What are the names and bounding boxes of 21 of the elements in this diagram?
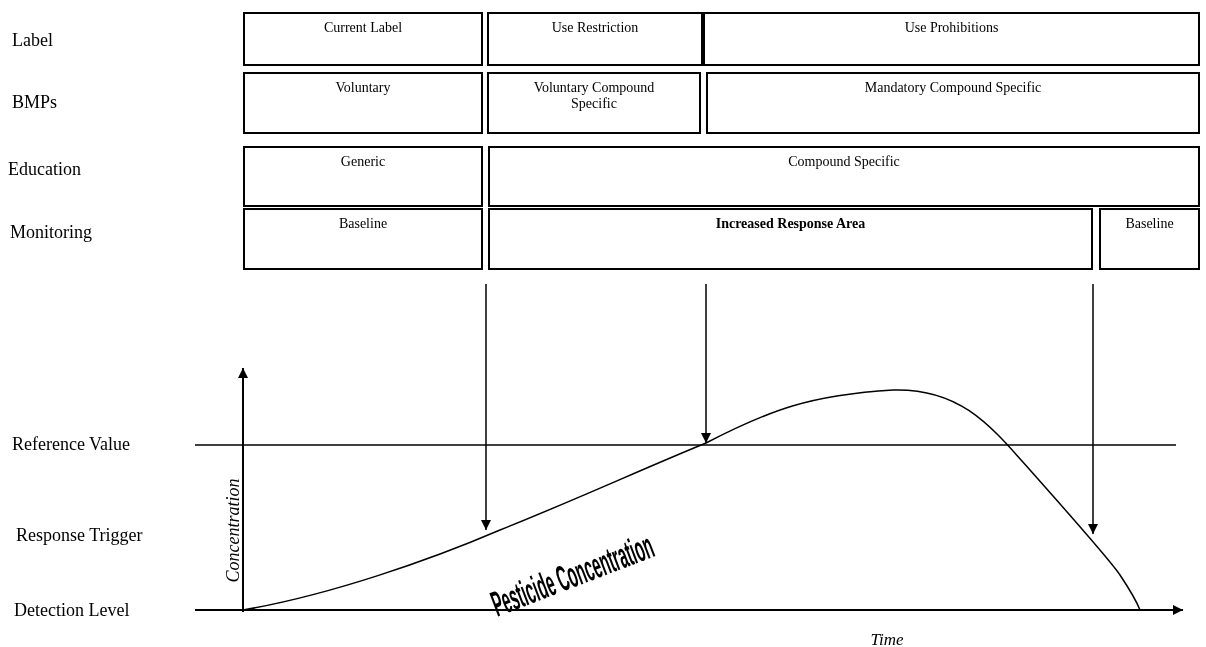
row-box: Compound Specific: [488, 146, 1200, 207]
row-label: Monitoring: [10, 222, 92, 243]
level-label: Detection Level: [14, 600, 130, 621]
axis-label: Concentration: [222, 478, 244, 582]
row-label: Education: [8, 159, 81, 180]
row-label: Label: [12, 30, 53, 51]
row-box: Baseline: [243, 208, 483, 270]
level-label: Reference Value: [12, 434, 131, 455]
row-box: Voluntary Compound Specific: [487, 72, 701, 134]
row-box: Baseline: [1099, 208, 1200, 270]
axis-label: Time: [870, 630, 904, 647]
row-box: Increased Response Area: [488, 208, 1093, 270]
row-box: Use Prohibitions: [703, 12, 1200, 66]
row-box: Voluntary: [243, 72, 483, 134]
row-box: Mandatory Compound Specific: [706, 72, 1200, 134]
row-label: BMPs: [12, 92, 58, 113]
curve-label: Pesticide Concentration: [484, 524, 659, 626]
row-box: Current Label: [243, 12, 483, 66]
row-box: Use Restriction: [487, 12, 703, 66]
level-label: Response Trigger: [16, 525, 143, 546]
row-box: Generic: [243, 146, 483, 207]
